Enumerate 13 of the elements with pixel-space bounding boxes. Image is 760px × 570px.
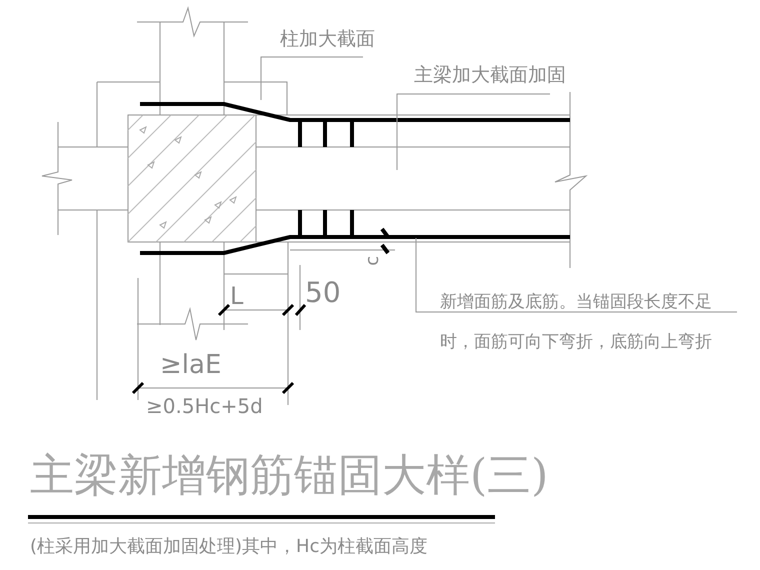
dimension-label: L	[230, 282, 244, 311]
drawing-title: 主梁新增钢筋锚固大样(三)	[30, 450, 548, 503]
dimension-label: ≥0.5Hc+5d	[146, 394, 263, 418]
dimension-label: c	[362, 256, 384, 266]
callout-text: 新增面筋及底筋。当锚固段长度不足时，面筋可向下弯折，底筋向上弯折	[440, 282, 740, 362]
leader-line	[260, 56, 364, 100]
drawing-caption: (柱采用加大截面加固处理)其中，Hc为柱截面高度	[30, 536, 428, 558]
dimension-label: ≥laE	[160, 350, 222, 382]
callout-text: 柱加大截面	[280, 28, 375, 51]
leader-line	[416, 238, 738, 312]
dimension-label: 50	[305, 276, 341, 310]
callout-text: 主梁加大截面加固	[414, 64, 566, 87]
leader-line	[396, 94, 550, 170]
